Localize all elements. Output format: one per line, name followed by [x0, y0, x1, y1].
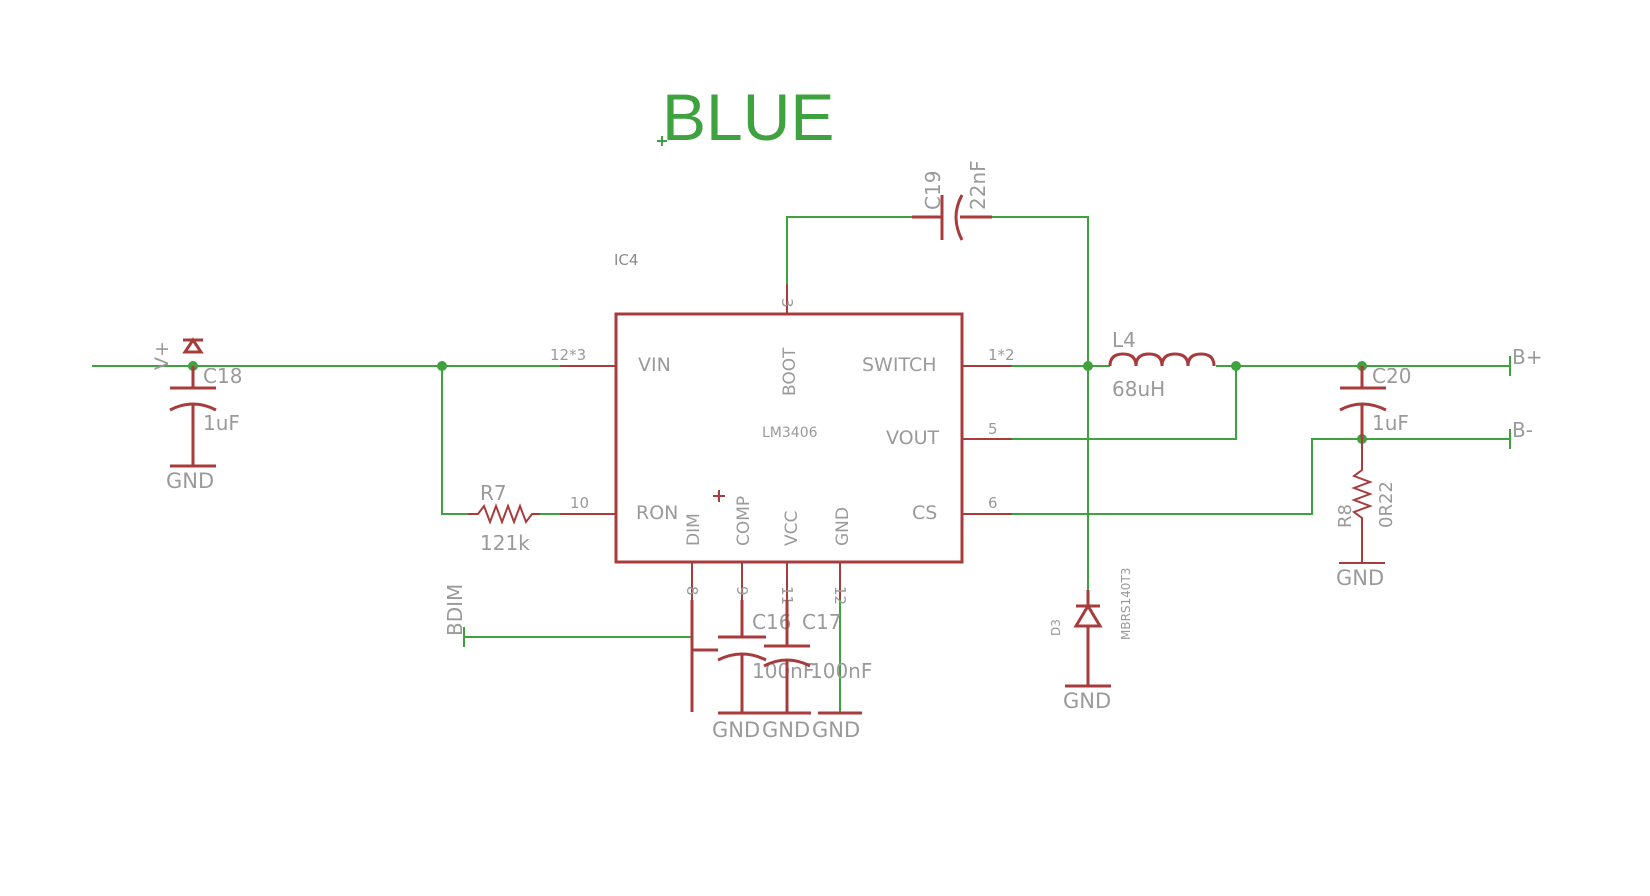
resistor-r8: R8 0R22 GND: [1335, 439, 1397, 590]
r8-gnd-label: GND: [1336, 566, 1384, 590]
r7-symbol: [468, 503, 540, 525]
c17-name: C17: [802, 610, 841, 634]
wire-boot: [786, 216, 1089, 366]
ic-pin-vcc: VCC: [782, 511, 802, 546]
capacitor-c19: C19 22nF: [912, 160, 992, 241]
r8-name: R8: [1335, 504, 1356, 528]
gnd-label-1: GND: [712, 718, 760, 742]
l4-name: L4: [1112, 328, 1136, 352]
c19-symbol: [912, 194, 992, 241]
ic-pinnum-boot: 3: [778, 298, 796, 308]
wire-ron: [441, 366, 616, 515]
bdim-net: BDIM: [443, 584, 467, 647]
capacitor-c20: C20 1uF: [1339, 364, 1411, 439]
c16-name: C16: [752, 610, 791, 634]
c19-name: C19: [921, 171, 945, 210]
l4-value: 68uH: [1112, 377, 1165, 401]
wires: [92, 216, 1510, 712]
c20-value: 1uF: [1372, 411, 1409, 435]
bplus-label: B+: [1512, 345, 1542, 369]
resistor-r7: R7 121k: [468, 481, 540, 555]
ic-pin-vin: VIN: [638, 354, 671, 376]
schematic-title: BLUE: [662, 80, 834, 154]
ic-pinnum-cs: 6: [988, 494, 998, 512]
ic-origin-mark: [713, 490, 725, 502]
wire-dim: [464, 588, 693, 638]
ic-pinnum-dim: 8: [683, 586, 701, 596]
capacitor-c18: C18 1uF GND: [166, 364, 242, 493]
ic-pin-gnd: GND: [833, 507, 853, 546]
ic-pinnum-vout: 5: [988, 420, 998, 438]
vplus-supply: V+: [151, 337, 204, 370]
bottom-grounds: GND GND GND: [690, 600, 862, 742]
r7-name: R7: [480, 481, 507, 505]
diode-d3: D3 MBRS140T3 GND: [1049, 568, 1133, 713]
c17-symbol: [763, 600, 811, 715]
c20-name: C20: [1372, 364, 1411, 388]
c18-name: C18: [203, 364, 242, 388]
gnd-label-3: GND: [812, 718, 860, 742]
l4-symbol: [1108, 352, 1216, 367]
d3-name: D3: [1049, 619, 1063, 636]
ic-pin-cs: CS: [912, 502, 937, 524]
ic-pinnum-gnd: 12: [831, 586, 849, 605]
d3-value: MBRS140T3: [1119, 568, 1133, 640]
ic-pin-vout: VOUT: [886, 427, 940, 449]
d3-symbol: [1065, 590, 1111, 688]
capacitor-c17: C17 100nF: [763, 600, 872, 715]
bdim-label: BDIM: [443, 584, 467, 636]
c20-symbol: [1339, 366, 1387, 439]
ic-part-number: LM3406: [762, 425, 818, 441]
wire-cs: [962, 438, 1510, 515]
ic-pinnum-switch: 1*2: [988, 346, 1015, 364]
gnd-label-2: GND: [762, 718, 810, 742]
junction: [437, 361, 447, 371]
ic-pin-switch: SWITCH: [862, 354, 937, 376]
c18-gnd-label: GND: [166, 469, 214, 493]
ic-pinnum-ron: 10: [570, 494, 589, 512]
inductor-l4: L4 68uH: [1108, 328, 1216, 401]
c18-value: 1uF: [203, 411, 240, 435]
bminus-label: B-: [1512, 418, 1533, 442]
junction: [1231, 361, 1241, 371]
ic4: IC4 VIN SWITCH VOUT RON CS LM3406 BOOT D…: [550, 251, 1015, 605]
c16-symbol: [717, 600, 767, 715]
capacitor-c16: C16 100nF: [717, 600, 814, 715]
ic-pinnum-vcc: 11: [778, 586, 796, 605]
ic-pin-stubs: [560, 284, 1012, 600]
gnd-symbol-comp: [690, 600, 718, 712]
c18-symbol: [169, 366, 217, 468]
r8-symbol: [1339, 439, 1385, 564]
ic-pinnum-vin: 12*3: [550, 346, 586, 364]
ic-pinnum-comp: 9: [733, 586, 751, 596]
wire-vout: [962, 366, 1237, 440]
junction: [1083, 361, 1093, 371]
c19-value: 22nF: [966, 160, 990, 210]
ic-ref: IC4: [614, 251, 638, 269]
output-nets: B+ B-: [1509, 345, 1542, 449]
title-origin-mark: [657, 136, 667, 146]
ic-pin-ron: RON: [636, 502, 678, 524]
vplus-label: V+: [151, 341, 173, 370]
r8-value: 0R22: [1376, 481, 1397, 528]
ic-pin-boot: BOOT: [780, 347, 800, 396]
ic-pin-comp: COMP: [734, 496, 754, 546]
ic-pin-dim: DIM: [684, 513, 704, 546]
c17-value: 100nF: [810, 659, 872, 683]
d3-gnd-label: GND: [1063, 689, 1111, 713]
r7-value: 121k: [480, 531, 530, 555]
vplus-triangle: [182, 337, 204, 354]
